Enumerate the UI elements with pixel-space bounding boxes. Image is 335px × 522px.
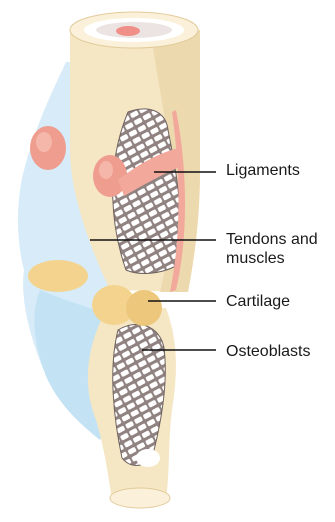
tibia-bottom-cap — [110, 488, 170, 508]
muscle-knob-upper-highlight — [36, 132, 52, 152]
femur-marrow-core — [116, 26, 140, 36]
label-osteoblasts: Osteoblasts — [226, 342, 310, 361]
cartilage-right — [126, 290, 162, 326]
tibia-lower-hole — [136, 449, 160, 467]
cartilage-left — [28, 260, 88, 292]
label-tendons-and-muscles: Tendons and muscles — [226, 230, 318, 268]
label-cartilage: Cartilage — [226, 292, 290, 311]
label-ligaments: Ligaments — [226, 161, 300, 180]
muscle-knob-lower-highlight — [99, 161, 113, 179]
